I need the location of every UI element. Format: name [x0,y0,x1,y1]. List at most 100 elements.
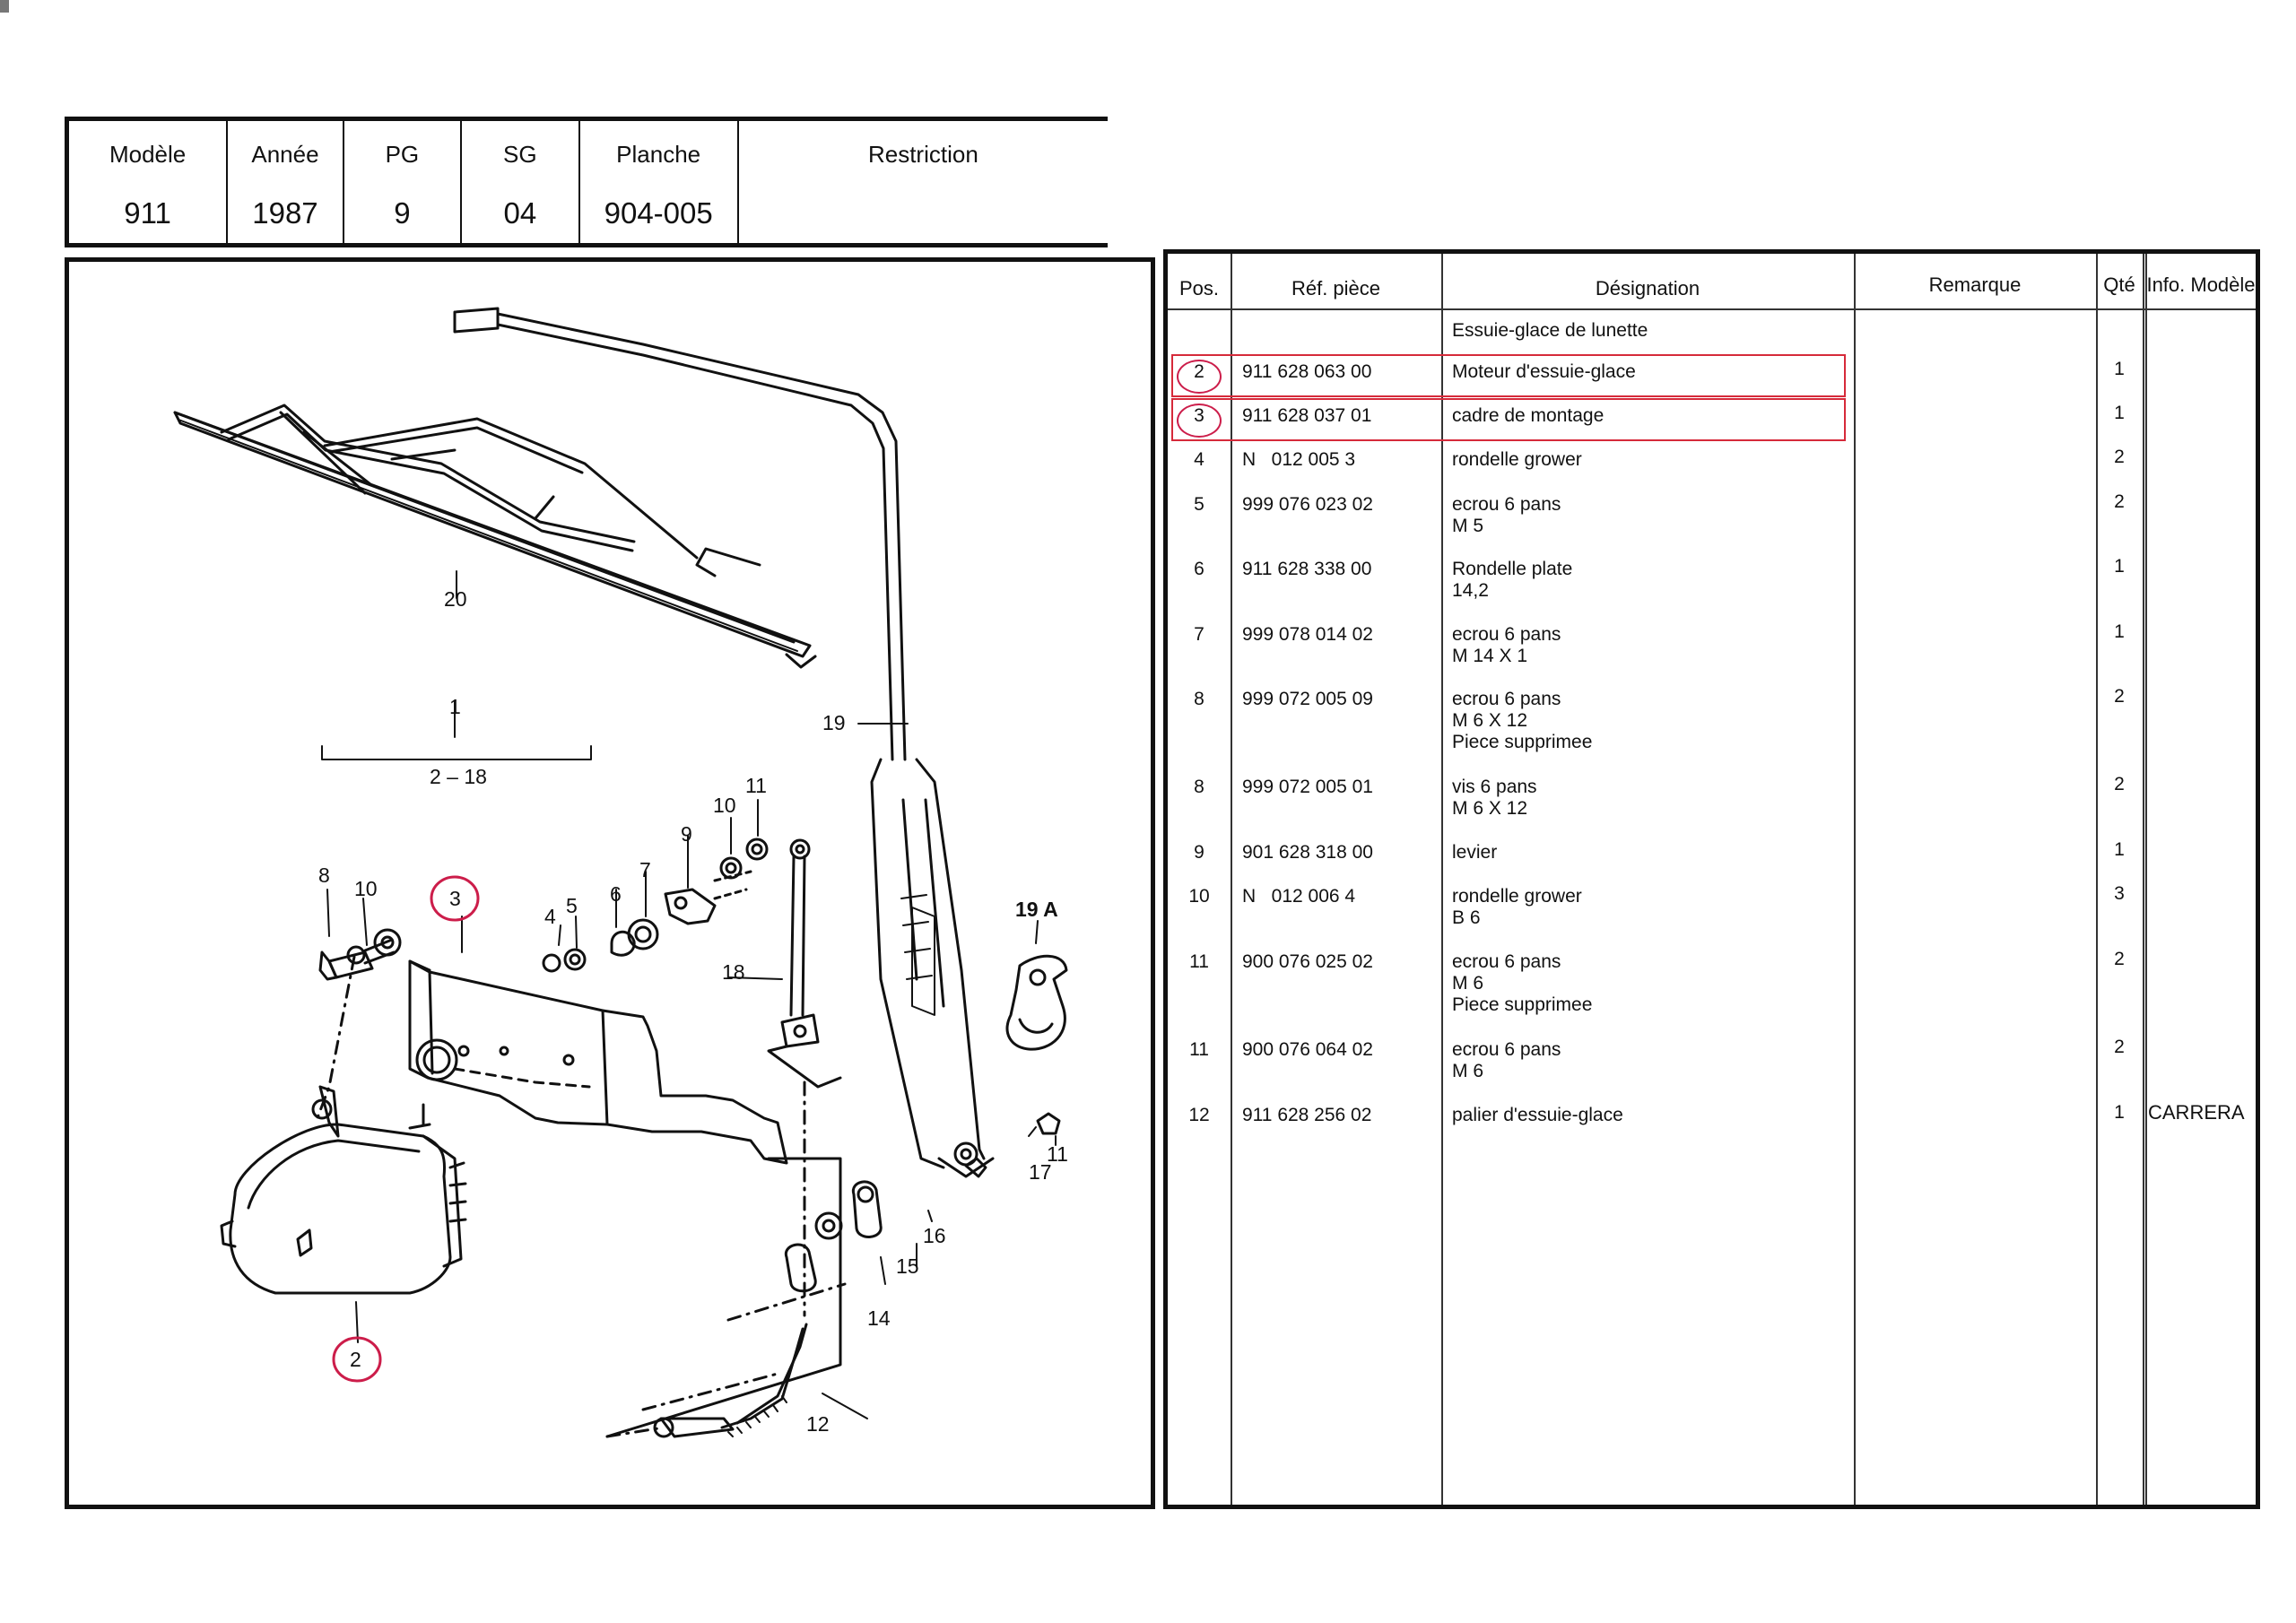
hand-marks [332,875,480,1383]
wiper-arm [453,307,995,1178]
row-designation: rondelle grower [1452,449,1582,470]
callout-14: 14 [867,1306,891,1330]
highlight-box-row-2 [1171,354,1846,397]
header-value: 04 [503,196,537,230]
row-qty: 3 [2114,883,2125,904]
row-qty: 2 [2114,447,2125,467]
column-header-remarque: Remarque [1928,273,2022,296]
row-qty: 1 [2114,839,2125,860]
row-info: CARRERA [2148,1101,2245,1124]
row-ref: 999 072 005 01 [1242,777,1373,797]
drive-shaft [605,1081,847,1438]
group-title: Essuie-glace de lunette [1452,320,1648,341]
row-qty: 2 [2114,491,2125,512]
row-ref: 999 078 014 02 [1242,624,1373,645]
arm-clip [1005,954,1068,1051]
fasteners [311,838,842,1138]
callout-11-top: 11 [745,774,767,797]
hand-mark-circle [1177,404,1222,438]
row-qty: 1 [2114,621,2125,642]
row-designation: levier [1452,842,1498,863]
row-qty: 2 [2114,686,2125,707]
row-qty: 1 [2114,359,2125,379]
callout-16: 16 [923,1224,946,1247]
row-designation: ecrou 6 pans [1452,624,1561,645]
callout-6: 6 [610,882,622,906]
callout-10-right: 10 [713,794,736,817]
row-ref: 999 076 023 02 [1242,494,1373,515]
header-value: 9 [394,196,411,230]
row-ref: 900 076 064 02 [1242,1039,1373,1060]
row-ref: N 012 006 4 [1242,886,1356,907]
header-label: PG [385,141,420,168]
column-header-info: Info. Modèle [2146,273,2256,296]
column-divider [1231,254,1232,1505]
callout-2-18: 2 – 18 [430,765,487,788]
row-qty: 1 [2114,403,2125,423]
column-header-qte: Qté [2103,273,2135,296]
row-designation: rondelle grower [1452,886,1582,907]
row-qty: 2 [2114,949,2125,969]
header-label: Restriction [867,141,978,168]
column-divider [2096,254,2098,1505]
mounting-frame [408,959,788,1165]
row-pos: 8 [1194,689,1205,709]
callout-19a: 19 A [1015,898,1058,921]
row-designation: Moteur d'essuie-glace [1452,361,1636,382]
callout-20: 20 [444,587,467,611]
callout-8: 8 [318,864,330,887]
highlight-box-row-3 [1171,398,1846,441]
scan-corner-mark [0,0,9,13]
callout-15: 15 [896,1254,919,1278]
row-qty: 1 [2114,556,2125,577]
row-qty: 2 [2114,1037,2125,1057]
wiper-motor [220,1103,467,1295]
row-ref: 911 628 256 02 [1242,1105,1372,1125]
callout-17: 17 [1029,1160,1052,1184]
row-ref: 999 072 005 09 [1242,689,1373,709]
row-ref: 911 628 037 01 [1242,405,1372,426]
header-value: 911 [124,196,171,230]
row-designation: M 6 X 12 [1452,710,1528,731]
row-pos: 7 [1194,624,1205,645]
header-cell-pg: PG 9 [344,121,463,243]
row-designation: M 5 [1452,516,1484,536]
exploded-diagram: 20 19 1 2 – 18 8 10 3 4 5 6 7 9 10 11 18… [65,257,1155,1509]
row-pos: 9 [1194,842,1205,863]
header-rule [1168,308,2256,310]
leader-lines [321,570,1057,1419]
row-pos: 5 [1194,494,1205,515]
row-designation: vis 6 pans [1452,777,1537,797]
header-label: Modèle [109,141,187,168]
hand-mark-circle [1177,360,1222,394]
row-ref: N 012 005 3 [1242,449,1356,470]
callout-18: 18 [722,960,745,984]
row-designation: ecrou 6 pans [1452,951,1561,972]
row-pos: 11 [1189,1039,1209,1060]
callout-5: 5 [566,894,578,917]
bearing-parts [784,1112,1061,1293]
header-value: 1987 [252,196,318,230]
row-ref: 911 628 338 00 [1242,559,1372,579]
row-pos: 11 [1189,951,1209,972]
column-divider [2143,254,2144,1505]
row-qty: 1 [2114,1102,2125,1123]
header-cell-restriction: Restriction [739,121,1108,243]
row-designation: 14,2 [1452,580,1489,601]
row-designation: Piece supprimee [1452,994,1593,1015]
row-qty: 2 [2114,774,2125,794]
header-label: Planche [616,141,701,168]
row-designation: M 6 [1452,1061,1484,1081]
callout-9: 9 [681,822,692,846]
row-designation: M 6 [1452,973,1484,994]
row-ref: 911 628 063 00 [1242,361,1372,382]
row-designation: cadre de montage [1452,405,1605,426]
callout-10-left: 10 [354,877,378,900]
header-label: Année [251,141,319,168]
row-pos: 12 [1188,1105,1210,1125]
row-designation: M 6 X 12 [1452,798,1528,819]
callout-1: 1 [449,695,461,718]
mark-circle-2 [332,1336,382,1383]
